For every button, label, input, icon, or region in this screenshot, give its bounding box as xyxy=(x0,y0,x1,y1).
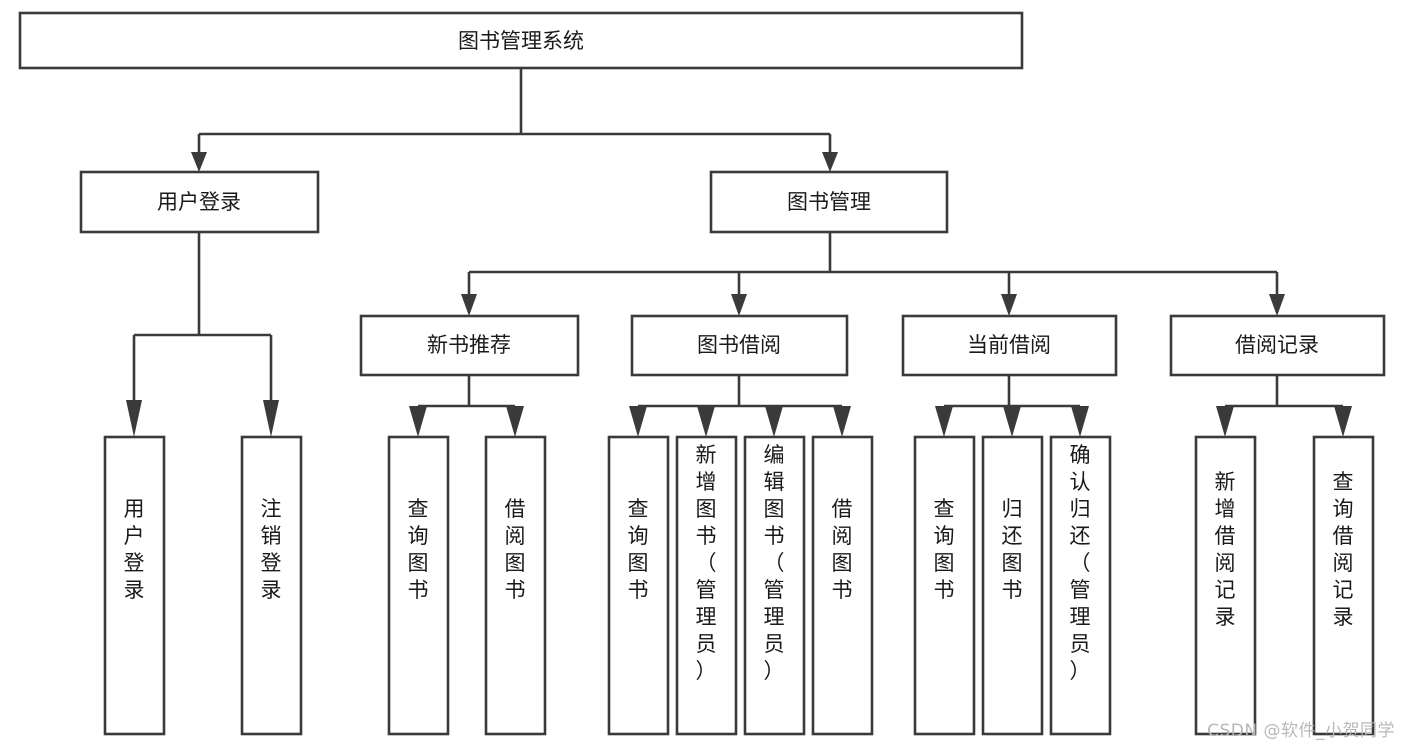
arrow-head-leaf-borrow-book-1 xyxy=(506,406,524,437)
node-leaf-confirm-return[interactable]: 确认归还（管理员） xyxy=(1049,435,1112,736)
node-root-label: 图书管理系统 xyxy=(458,29,584,53)
arrow-head-current-borrow xyxy=(1001,294,1017,316)
node-borrow-record[interactable]: 借阅记录 xyxy=(1169,314,1386,377)
node-leaf-query-book-1-box[interactable] xyxy=(387,435,450,736)
arrow-head-leaf-add-book xyxy=(697,406,715,437)
node-leaf-add-record-label: 新增借阅记录 xyxy=(1215,470,1236,629)
node-leaf-query-book-2-label: 查询图书 xyxy=(628,497,649,602)
node-book-borrow-label: 图书借阅 xyxy=(697,333,781,357)
arrow-head-leaf-confirm-return xyxy=(1071,406,1089,437)
node-book-borrow[interactable]: 图书借阅 xyxy=(630,314,849,377)
arrow-head-borrow-record xyxy=(1269,294,1285,316)
node-leaf-borrow-book-1-label: 借阅图书 xyxy=(505,497,526,602)
node-leaf-user-login-label: 用户登录 xyxy=(124,497,145,602)
node-leaf-query-record-label: 查询借阅记录 xyxy=(1333,470,1354,629)
node-leaf-return-book-label: 归还图书 xyxy=(1002,497,1023,602)
node-new-book-rec-box[interactable] xyxy=(359,314,580,377)
node-leaf-borrow-book-2-box[interactable] xyxy=(811,435,874,736)
node-book-manage[interactable]: 图书管理 xyxy=(709,170,949,234)
node-leaf-user-login[interactable]: 用户登录 xyxy=(103,435,166,736)
node-leaf-add-book-box[interactable] xyxy=(675,435,738,736)
node-user-login[interactable]: 用户登录 xyxy=(79,170,320,234)
node-leaf-query-book-1[interactable]: 查询图书 xyxy=(387,435,450,736)
arrow-head-book-manage xyxy=(822,152,838,172)
arrow-head-user-login xyxy=(191,152,207,172)
node-leaf-query-record-box[interactable] xyxy=(1312,435,1375,736)
arrow-head-leaf-query-book-3 xyxy=(935,406,953,437)
node-leaf-query-book-2-box[interactable] xyxy=(607,435,670,736)
node-leaf-logout-box[interactable] xyxy=(240,435,303,736)
arrow-head-leaf-add-record xyxy=(1216,406,1234,437)
node-leaf-logout-label: 注销登录 xyxy=(261,497,282,602)
node-leaf-borrow-book-1-box[interactable] xyxy=(484,435,547,736)
node-leaf-borrow-book-2-label: 借阅图书 xyxy=(832,497,853,602)
node-leaf-edit-book-box[interactable] xyxy=(743,435,806,736)
arrow-head-new-book-rec xyxy=(461,294,477,316)
node-user-login-box[interactable] xyxy=(79,170,320,234)
node-borrow-record-box[interactable] xyxy=(1169,314,1386,377)
node-leaf-user-login-box[interactable] xyxy=(103,435,166,736)
connector-layer xyxy=(126,68,1352,437)
node-leaf-confirm-return-box[interactable] xyxy=(1049,435,1112,736)
node-current-borrow-label: 当前借阅 xyxy=(967,333,1051,357)
csdn-watermark: CSDN @软件_小贺同学 xyxy=(1207,721,1395,741)
node-leaf-logout[interactable]: 注销登录 xyxy=(240,435,303,736)
node-leaf-borrow-book-2[interactable]: 借阅图书 xyxy=(811,435,874,736)
node-leaf-edit-book-label: 编辑图书（管理员） xyxy=(764,443,785,683)
arrow-head-leaf-edit-book xyxy=(765,406,783,437)
node-book-manage-label: 图书管理 xyxy=(787,190,871,214)
arrow-head-leaf-logout xyxy=(263,400,279,437)
node-user-login-label: 用户登录 xyxy=(157,190,241,214)
node-leaf-add-book-label: 新增图书（管理员） xyxy=(696,443,717,683)
node-new-book-rec-label: 新书推荐 xyxy=(427,333,511,357)
node-leaf-query-book-1-label: 查询图书 xyxy=(408,497,429,602)
arrow-head-leaf-query-book-2 xyxy=(629,406,647,437)
node-leaf-query-record[interactable]: 查询借阅记录 xyxy=(1312,435,1375,736)
node-leaf-confirm-return-label: 确认归还（管理员） xyxy=(1070,443,1091,683)
node-leaf-return-book-box[interactable] xyxy=(981,435,1044,736)
node-book-borrow-box[interactable] xyxy=(630,314,849,377)
node-leaf-add-book[interactable]: 新增图书（管理员） xyxy=(675,435,738,736)
node-borrow-record-label: 借阅记录 xyxy=(1235,333,1319,357)
node-root[interactable]: 图书管理系统 xyxy=(18,11,1024,70)
node-leaf-return-book[interactable]: 归还图书 xyxy=(981,435,1044,736)
arrow-head-leaf-user-login xyxy=(126,400,142,437)
node-new-book-rec[interactable]: 新书推荐 xyxy=(359,314,580,377)
node-leaf-borrow-book-1[interactable]: 借阅图书 xyxy=(484,435,547,736)
node-leaf-edit-book[interactable]: 编辑图书（管理员） xyxy=(743,435,806,736)
node-root-box[interactable] xyxy=(18,11,1024,70)
node-current-borrow[interactable]: 当前借阅 xyxy=(901,314,1118,377)
node-current-borrow-box[interactable] xyxy=(901,314,1118,377)
arrow-head-book-borrow xyxy=(731,294,747,316)
arrow-head-leaf-query-record xyxy=(1334,406,1352,437)
node-leaf-add-record-box[interactable] xyxy=(1194,435,1257,736)
arrow-head-leaf-borrow-book-2 xyxy=(833,406,851,437)
node-leaf-query-book-3-box[interactable] xyxy=(913,435,976,736)
node-leaf-query-book-2[interactable]: 查询图书 xyxy=(607,435,670,736)
arrow-head-leaf-return-book xyxy=(1003,406,1021,437)
node-leaf-query-book-3-label: 查询图书 xyxy=(934,497,955,602)
node-leaf-query-book-3[interactable]: 查询图书 xyxy=(913,435,976,736)
node-leaf-add-record[interactable]: 新增借阅记录 xyxy=(1194,435,1257,736)
node-book-manage-box[interactable] xyxy=(709,170,949,234)
arrow-head-leaf-query-book-1 xyxy=(409,406,427,437)
